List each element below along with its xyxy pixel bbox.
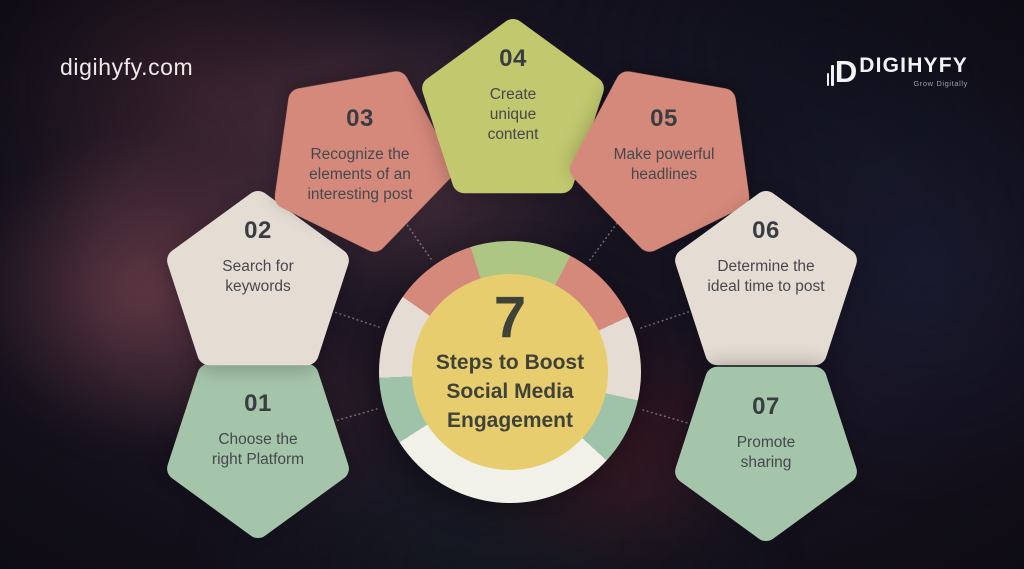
step-pentagon-02: 02 Search for keywords [153, 181, 363, 391]
brand-name: DIGIHYFY [859, 54, 968, 77]
logo-d-icon: D [826, 50, 858, 90]
center-title-line-2: Social Media [446, 379, 574, 403]
step-pentagon-03: 03 Recognize the elements of an interest… [255, 53, 465, 263]
step-label: Promote sharing [736, 434, 796, 471]
pentagon-shape-icon [274, 71, 455, 252]
brand-logo: D DIGIHYFY Grow Digitally [826, 50, 968, 90]
pentagon-shape-icon [675, 366, 857, 541]
logo-text-block: DIGIHYFY Grow Digitally [859, 55, 968, 88]
center-title-line-1: Steps to Boost [435, 351, 585, 375]
center-number: 7 [493, 285, 527, 350]
step-number: 02 [244, 217, 272, 244]
step-pentagon-04: 04 Create unique content [408, 9, 618, 219]
pentagon-shape-icon [167, 363, 349, 538]
pentagon-shape-icon [422, 19, 604, 194]
step-label: Choose the right Platform [211, 431, 305, 468]
step-pentagon-05: 05 Make powerful headlines [559, 53, 769, 263]
step-label: Create unique content [487, 86, 539, 143]
site-url-text: digihyfy.com [60, 54, 194, 80]
step-number: 07 [752, 393, 780, 420]
logo-bars-icon [826, 65, 834, 86]
step-number: 03 [346, 105, 374, 132]
step-number: 05 [650, 105, 678, 132]
brand-tagline: Grow Digitally [913, 79, 968, 88]
step-label: Determine the ideal time to post [707, 258, 825, 295]
step-pentagon-07: 07 Promote sharing [661, 341, 871, 551]
step-number: 06 [752, 217, 780, 244]
pentagon-shape-icon [167, 191, 349, 366]
step-number: 01 [244, 390, 272, 417]
step-label: Recognize the elements of an interesting… [307, 146, 413, 203]
center-title-line-3: Engagement [446, 408, 574, 432]
center-circle: 7 Steps to Boost Social Media Engagement [412, 274, 608, 470]
step-label: Search for keywords [222, 258, 294, 295]
pentagon-shape-icon [569, 71, 750, 252]
logo-monogram: D [834, 54, 858, 89]
step-pentagon-01: 01 Choose the right Platform [153, 338, 363, 548]
step-pentagon-06: 06 Determine the ideal time to post [661, 181, 871, 391]
step-number: 04 [499, 45, 527, 72]
pentagon-shape-icon [675, 191, 857, 366]
step-label: Make powerful headlines [613, 146, 715, 183]
